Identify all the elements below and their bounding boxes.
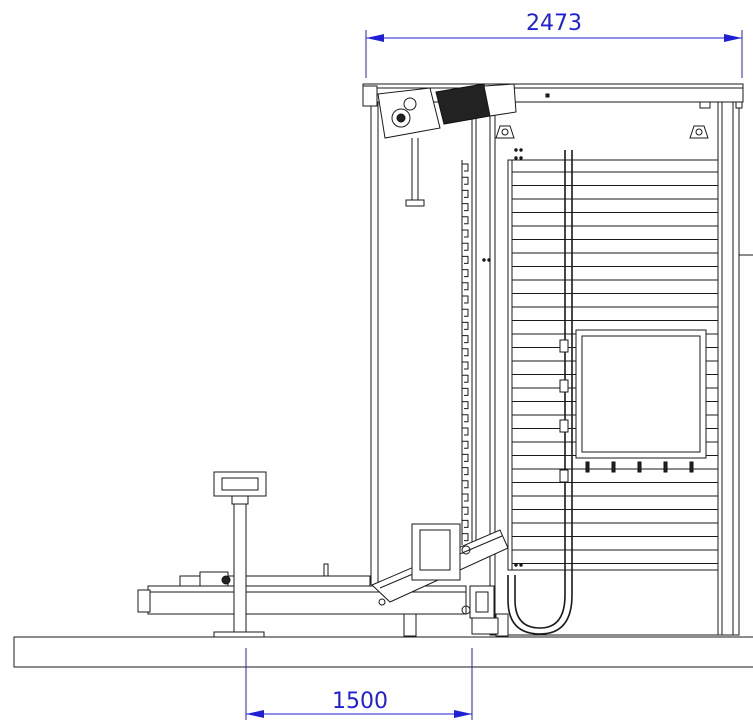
top-dimension-label: 2473 — [526, 11, 582, 36]
hook-mark — [462, 295, 469, 304]
hook-mark — [462, 282, 469, 291]
hook-mark — [462, 216, 469, 225]
hook-mark — [462, 480, 469, 489]
hook-mark — [462, 440, 469, 449]
drive-motor — [362, 83, 517, 207]
hook-mark — [462, 387, 469, 396]
hook-mark — [462, 519, 469, 528]
hook-mark — [462, 427, 469, 436]
bottom-dimension: 1500 — [245, 648, 473, 720]
hook-mark — [462, 176, 469, 185]
floor-slab — [13, 636, 753, 668]
hook-mark — [462, 414, 469, 423]
hook-mark — [462, 533, 469, 542]
hook-mark — [462, 229, 469, 238]
hook-mark — [462, 467, 469, 476]
top-dimension: 2473 — [365, 11, 743, 78]
hook-mark — [462, 361, 469, 370]
hook-mark — [462, 493, 469, 502]
hook-mark — [462, 203, 469, 212]
hook-mark — [462, 163, 469, 172]
bottom-dimension-label: 1500 — [332, 689, 388, 714]
hook-mark — [462, 348, 469, 357]
hook-series — [462, 163, 469, 555]
hook-mark — [462, 189, 469, 198]
hook-mark — [462, 401, 469, 410]
window-bolts — [585, 461, 694, 473]
hook-mark — [462, 269, 469, 278]
hook-column — [461, 160, 469, 555]
conveyor-arm — [137, 523, 509, 637]
hook-mark — [462, 453, 469, 462]
hook-mark — [462, 242, 469, 251]
hook-mark — [462, 255, 469, 264]
slat-panel — [482, 148, 719, 635]
hook-mark — [462, 374, 469, 383]
hook-mark — [462, 321, 469, 330]
control-pedestal — [213, 471, 267, 638]
hook-mark — [462, 506, 469, 515]
hook-mark — [462, 335, 469, 344]
hook-mark — [462, 308, 469, 317]
